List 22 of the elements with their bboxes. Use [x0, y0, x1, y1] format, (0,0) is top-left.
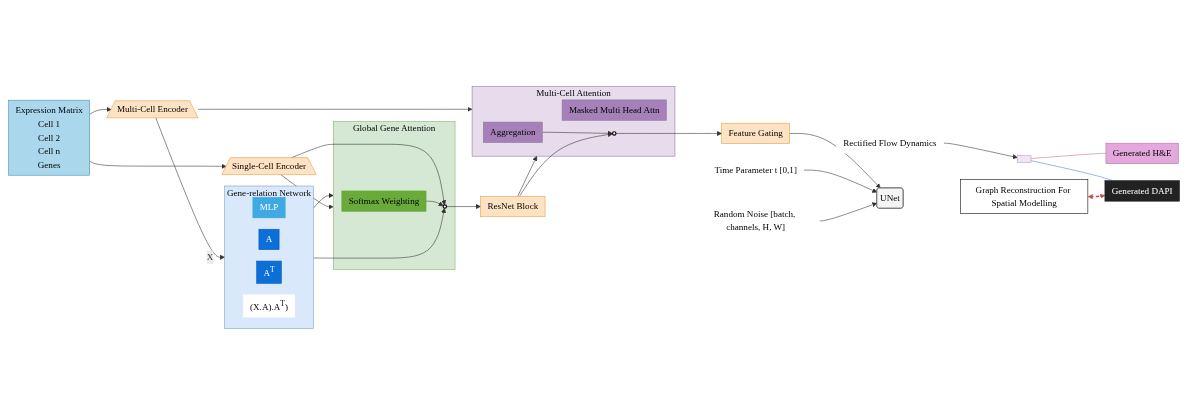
connector: [1030, 153, 1106, 159]
node-box: ResNet Block: [479, 196, 545, 218]
node-box: Expression Matrix Cell 1 Cell 2 Cell n Genes: [7, 99, 90, 176]
node-box: (X.A).A$^{T}$): [242, 294, 295, 318]
node-box: Generated DAPI: [1104, 180, 1180, 202]
node-box: A$^{T}$: [255, 260, 282, 284]
node-text: Rectified Flow Dynamics: [842, 138, 937, 148]
node-box: Masked Multi Head Attn: [561, 99, 667, 121]
node-circle: [442, 204, 447, 209]
node-box: Graph Reconstruction For Spatial Modelling: [959, 179, 1088, 214]
node-box: MLP: [252, 197, 285, 219]
edge-label: X: [206, 252, 213, 262]
node-box: A: [258, 228, 279, 250]
node-text: Time Parameter t [0,1]: [713, 164, 797, 175]
node-box: Softmax Weighting: [341, 190, 426, 212]
node-box: [1016, 155, 1031, 163]
node-box: Feature Gating: [720, 122, 790, 144]
node-box: Aggregation: [482, 121, 543, 143]
node-box: Generated H&E: [1105, 142, 1179, 164]
arrow: [1087, 193, 1105, 200]
node-circle: [611, 131, 617, 136]
node-text: Random Noise [batch, channels, H, W]: [713, 208, 795, 233]
